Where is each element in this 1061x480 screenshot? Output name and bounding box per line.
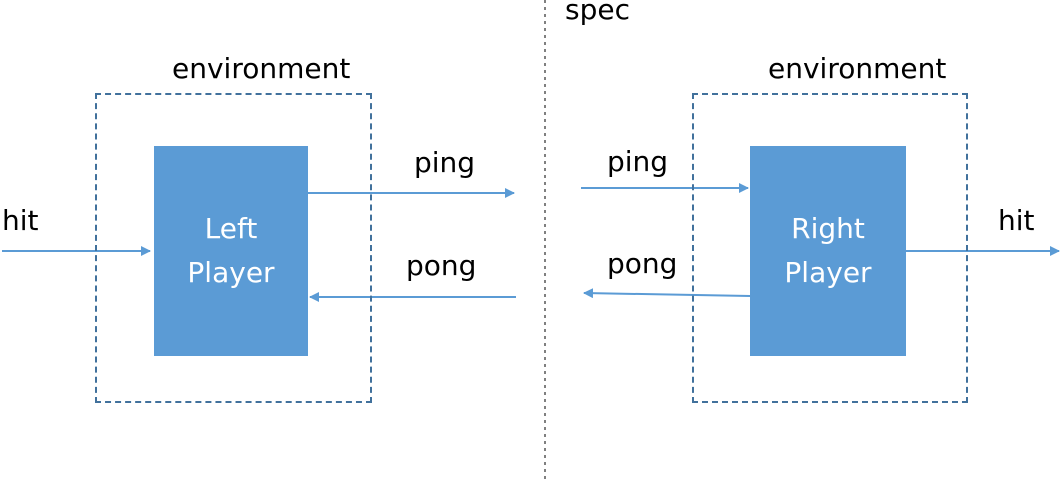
right-environment-label: environment [768,52,947,85]
right-ping-label: ping [607,145,669,178]
right-hit-label: hit [998,204,1035,237]
right-environment-box [692,93,968,403]
left-ping-label: ping [414,146,476,179]
left-environment-label: environment [172,52,351,85]
right-pong-label: pong [607,247,678,280]
right-player-label-line2: Player [784,256,872,289]
left-player-box: Left Player [154,146,308,356]
left-environment-box [95,93,372,403]
left-pong-label: pong [406,249,477,282]
left-hit-label: hit [2,204,39,237]
left-player-label-line1: Left [204,212,258,245]
right-player-label-line1: Right [791,212,865,245]
spec-label: spec [565,0,630,26]
right-pong-arrow [583,288,751,299]
right-player-box: Right Player [750,146,906,356]
left-player-label-line2: Player [187,256,275,289]
